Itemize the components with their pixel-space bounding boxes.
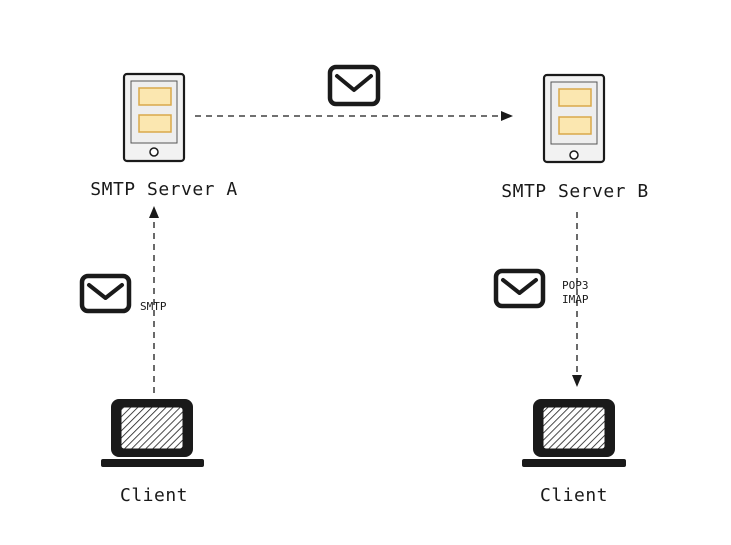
envelope-icon	[327, 64, 381, 107]
client-b-laptop-icon	[522, 399, 626, 467]
server-b-label: SMTP Server B	[501, 181, 648, 202]
envelope-icon	[493, 268, 546, 309]
server-b-icon	[542, 73, 606, 164]
arrow-client-to-server-a	[149, 206, 159, 393]
smtp-protocol-label: SMTP	[140, 300, 167, 313]
pop3-protocol-label: POP3	[562, 279, 589, 292]
server-a-icon	[122, 72, 186, 163]
envelope-icon	[79, 273, 132, 314]
server-a-label: SMTP Server A	[90, 179, 237, 200]
arrow-server-a-to-server-b	[195, 111, 513, 121]
client-a-label: Client	[120, 485, 188, 506]
client-b-label: Client	[540, 485, 608, 506]
client-a-laptop-icon	[101, 399, 204, 467]
imap-protocol-label: IMAP	[562, 293, 589, 306]
arrow-server-b-to-client	[572, 212, 582, 387]
